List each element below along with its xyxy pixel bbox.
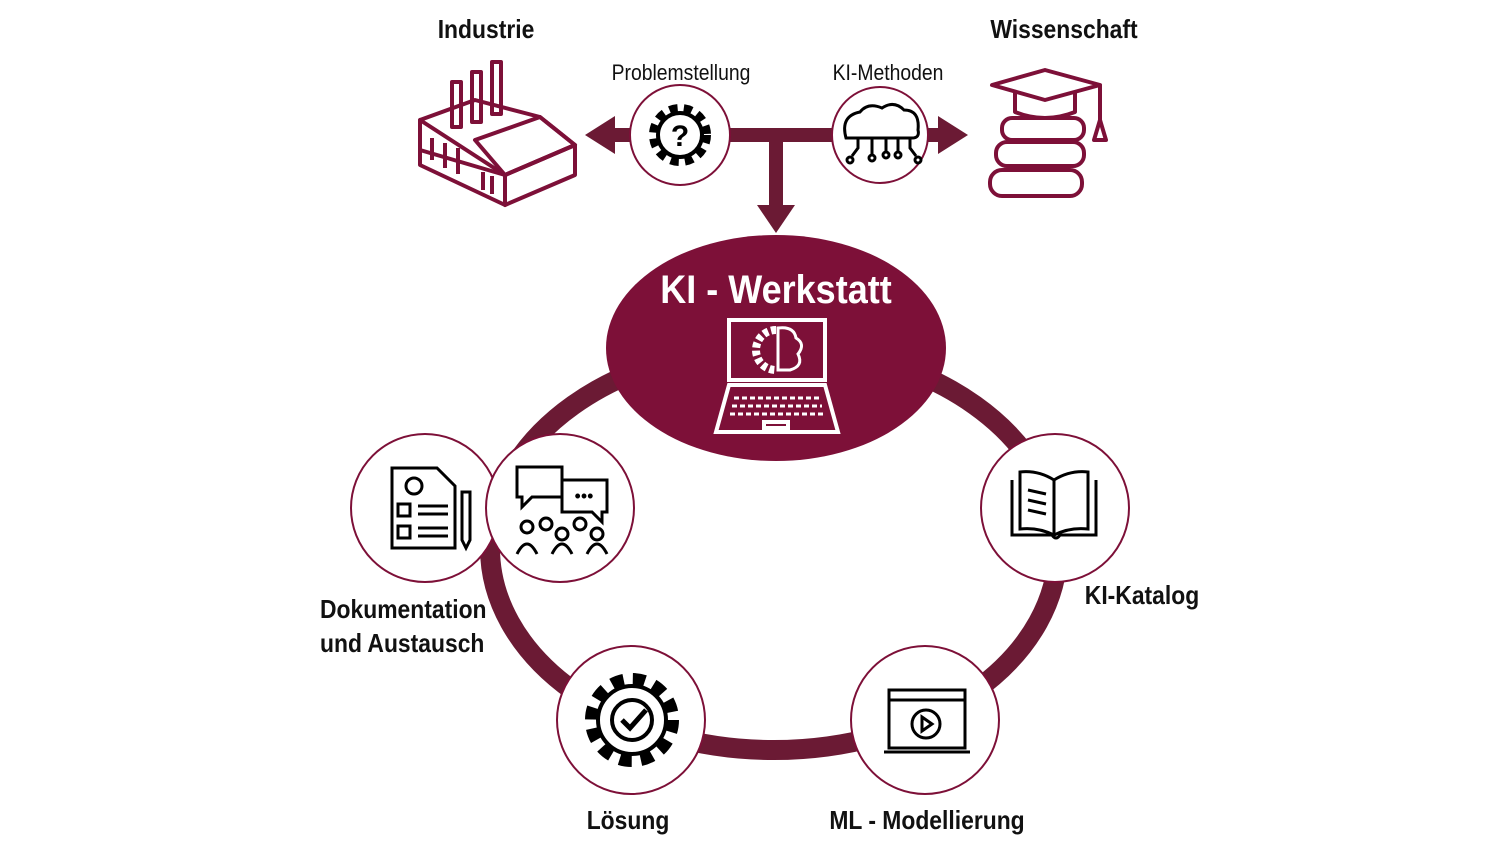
documentation-label: Dokumentation und Austausch bbox=[320, 592, 487, 660]
svg-text:•••: ••• bbox=[575, 486, 594, 506]
laptop-ai-icon bbox=[713, 318, 841, 434]
science-label: Wissenschaft bbox=[990, 14, 1138, 44]
documentation-circle bbox=[350, 433, 500, 583]
gear-check-icon bbox=[585, 673, 679, 767]
documentation-label-line2: und Austausch bbox=[320, 628, 485, 658]
video-monitor-icon bbox=[884, 688, 970, 754]
center-title: KI - Werkstatt bbox=[660, 268, 892, 312]
documentation-label-line1: Dokumentation bbox=[320, 594, 487, 624]
svg-text:?: ? bbox=[671, 120, 689, 153]
discussion-group-icon: ••• bbox=[515, 465, 609, 555]
checklist-document-icon bbox=[390, 466, 472, 552]
exchange-circle bbox=[485, 433, 635, 583]
brain-circuit-icon bbox=[843, 103, 923, 165]
methods-label: KI-Methoden bbox=[832, 60, 944, 85]
solution-label: Lösung bbox=[586, 805, 670, 835]
open-book-icon bbox=[1010, 470, 1098, 540]
catalog-label: KI-Katalog bbox=[1084, 580, 1200, 610]
graduation-books-icon bbox=[988, 68, 1108, 198]
factory-icon bbox=[418, 60, 577, 207]
industry-label: Industrie bbox=[437, 14, 535, 44]
gear-question-icon: ? bbox=[649, 104, 711, 166]
ki-werkstatt-ellipse bbox=[606, 235, 946, 461]
problem-label: Problemstellung bbox=[611, 60, 751, 85]
modeling-label: ML - Modellierung bbox=[829, 805, 1025, 835]
